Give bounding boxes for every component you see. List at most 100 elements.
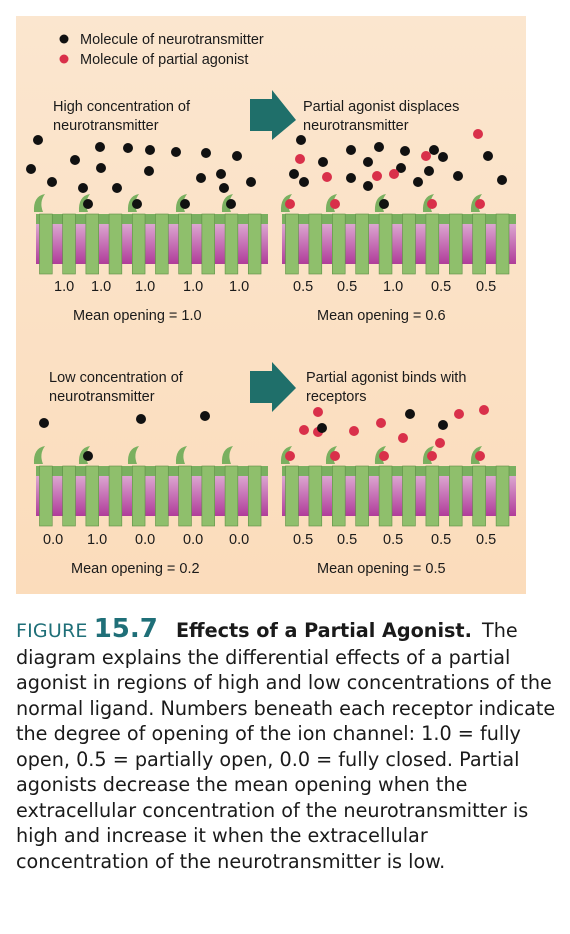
neurotransmitter-molecule: [363, 157, 373, 167]
membrane-pillar: [378, 213, 393, 275]
panel-title-high-before-line1: High concentration of: [53, 99, 191, 115]
partial-agonist-molecule: [421, 151, 431, 161]
opening-value: 1.0: [183, 279, 203, 295]
bound-molecule: [379, 199, 389, 209]
opening-value: 0.5: [476, 532, 496, 548]
free-molecules: [26, 129, 507, 448]
opening-value: 1.0: [135, 279, 155, 295]
panel-title-low-before-line2: neurotransmitter: [49, 389, 155, 405]
membrane-pillar: [131, 213, 146, 275]
neurotransmitter-molecule: [123, 143, 133, 153]
legend-partial-agonist-dot: [59, 54, 69, 64]
opening-value: 1.0: [229, 279, 249, 295]
legend-neurotransmitter-label: Molecule of neurotransmitter: [80, 32, 264, 48]
neurotransmitter-molecule: [200, 411, 210, 421]
neurotransmitter-molecule: [483, 151, 493, 161]
membrane-pillar: [378, 465, 393, 527]
membrane-low-before: [33, 446, 268, 527]
opening-value: 0.5: [337, 532, 357, 548]
membrane-pillar: [39, 213, 53, 275]
neurotransmitter-molecule: [289, 169, 299, 179]
diagram-canvas: Molecule of neurotransmitter Molecule of…: [26, 32, 516, 577]
partial-agonist-molecule: [479, 405, 489, 415]
bound-molecule: [427, 451, 437, 461]
membrane-pillar: [155, 213, 169, 275]
partial-agonist-molecule: [435, 438, 445, 448]
membrane-high-after: [280, 194, 516, 275]
partial-agonist-molecule: [372, 171, 382, 181]
opening-value: 0.0: [183, 532, 203, 548]
mean-opening-low-before: Mean opening = 0.2: [71, 561, 200, 577]
membrane-pillar: [402, 213, 416, 275]
membrane-pillar: [285, 465, 299, 527]
neurotransmitter-molecule: [39, 418, 49, 428]
partial-agonist-molecule: [398, 433, 408, 443]
membrane-pillar: [155, 465, 169, 527]
membrane-top: [36, 466, 268, 476]
opening-value: 1.0: [87, 532, 107, 548]
neurotransmitter-molecule: [413, 177, 423, 187]
membrane-pillar: [108, 465, 123, 527]
neurotransmitter-molecule: [400, 146, 410, 156]
membrane-top: [282, 466, 516, 476]
neurotransmitter-molecule: [317, 423, 327, 433]
neurotransmitter-molecule: [318, 157, 328, 167]
neurotransmitter-molecule: [429, 145, 439, 155]
panel-title-high-after-line2: neurotransmitter: [303, 118, 409, 134]
neurotransmitter-molecule: [33, 135, 43, 145]
neurotransmitter-molecule: [497, 175, 507, 185]
membrane-pillar: [332, 213, 346, 275]
mean-opening-high-after: Mean opening = 0.6: [317, 308, 446, 324]
membrane-pillar: [425, 213, 440, 275]
partial-agonist-molecule: [389, 169, 399, 179]
neurotransmitter-molecule: [453, 171, 463, 181]
neurotransmitter-molecule: [405, 409, 415, 419]
partial-agonist-molecule: [299, 425, 309, 435]
membrane-pillar: [201, 465, 215, 527]
neurotransmitter-molecule: [196, 173, 206, 183]
membrane-pillar: [131, 465, 146, 527]
neurotransmitter-molecule: [219, 183, 229, 193]
neurotransmitter-molecule: [438, 420, 448, 430]
membrane-pillar: [472, 213, 486, 275]
partial-agonist-molecule: [349, 426, 359, 436]
membrane-top: [36, 214, 268, 224]
bound-molecule: [226, 199, 236, 209]
membrane-high-before: [33, 194, 268, 275]
panel-title-low-before-line1: Low concentration of: [49, 370, 184, 386]
neurotransmitter-molecule: [136, 414, 146, 424]
neurotransmitter-molecule: [171, 147, 181, 157]
opening-value: 0.5: [293, 532, 313, 548]
neurotransmitter-molecule: [95, 142, 105, 152]
neurotransmitter-molecule: [216, 169, 226, 179]
membrane-pillar: [332, 465, 346, 527]
opening-value: 1.0: [54, 279, 74, 295]
panel-title-high-before-line2: neurotransmitter: [53, 118, 159, 134]
opening-value: 0.5: [476, 279, 496, 295]
neurotransmitter-molecule: [70, 155, 80, 165]
diagram-figure: Molecule of neurotransmitter Molecule of…: [16, 16, 526, 594]
opening-value: 0.5: [431, 532, 451, 548]
caption-figure-label: FIGURE: [16, 620, 88, 642]
membrane-pillar: [472, 465, 486, 527]
membrane-pillar: [62, 213, 76, 275]
bound-molecule: [132, 199, 142, 209]
bound-molecule: [285, 199, 295, 209]
opening-value: 0.5: [431, 279, 451, 295]
membrane-low-after: [280, 446, 516, 527]
bound-molecule: [285, 451, 295, 461]
membrane-top: [282, 214, 516, 224]
arrow-low-transition-icon: [250, 362, 296, 412]
receptor-cup: [127, 446, 139, 464]
caption-title: Effects of a Partial Agonist.: [175, 619, 472, 642]
bound-molecule: [475, 199, 485, 209]
bound-molecule: [379, 451, 389, 461]
neurotransmitter-molecule: [144, 166, 154, 176]
neurotransmitter-molecule: [232, 151, 242, 161]
opening-value: 1.0: [383, 279, 403, 295]
receptor-cup: [33, 446, 45, 464]
partial-agonist-molecule: [313, 407, 323, 417]
membrane-pillar: [247, 213, 262, 275]
membrane-pillar: [224, 213, 239, 275]
membrane-pillar: [495, 213, 510, 275]
